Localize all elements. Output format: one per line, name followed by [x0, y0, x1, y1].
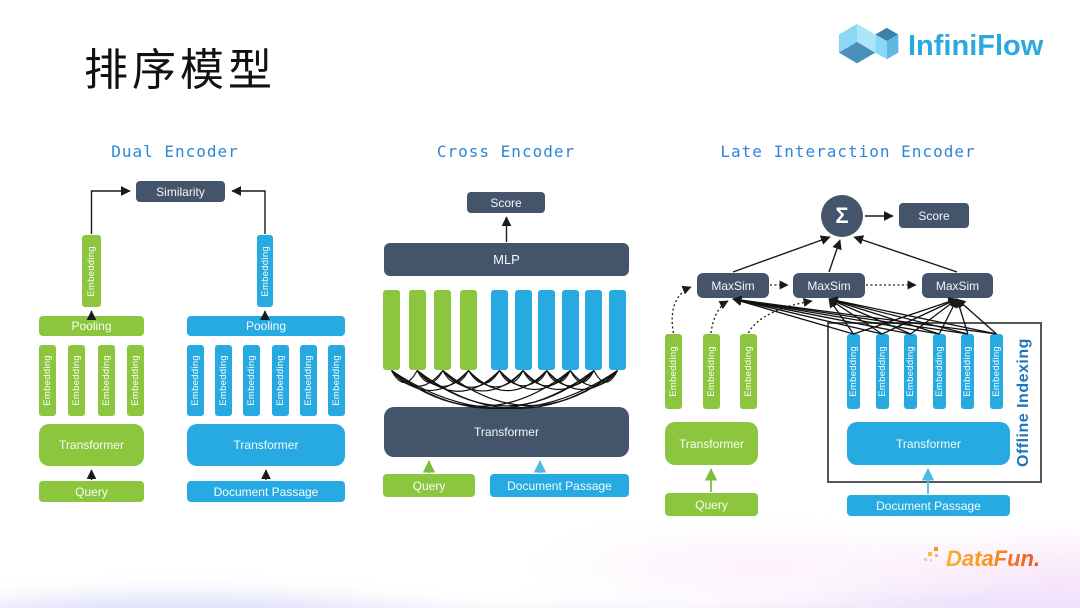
- brand-name: InfiniFlow: [908, 29, 1044, 62]
- brand-logo: InfiniFlow: [834, 20, 1043, 72]
- cross-query-input-box: Query: [383, 474, 475, 497]
- embedding-bar: Embedding: [740, 334, 757, 409]
- embedding-bar: Embedding: [875, 334, 889, 409]
- token-bar: [491, 290, 508, 370]
- token-bar: [408, 290, 426, 370]
- late-doc-input-box: Document Passage: [847, 495, 1010, 516]
- embedding-bar: Embedding: [702, 334, 720, 409]
- footer-brand-name: DataFun.: [946, 546, 1041, 571]
- maxsim-box-3: MaxSim: [922, 273, 993, 298]
- dual-doc-embedding-bars: Embedding Embedding Embedding Embedding Embe…: [187, 345, 345, 416]
- doc-pooled-embedding-bar: Embedding: [257, 235, 273, 307]
- mlp-box: MLP: [384, 243, 629, 276]
- footer-wave-graphic: [0, 530, 1080, 608]
- doc-pooling-box: Pooling: [187, 316, 345, 336]
- embedding-bar: Embedding: [299, 345, 317, 416]
- dual-doc-input-box: Document Passage: [187, 481, 345, 502]
- datafun-sparkle-icon: [924, 547, 938, 561]
- dual-query-transformer-box: Transformer: [39, 424, 144, 466]
- embedding-bar: Embedding: [961, 334, 975, 409]
- section-title-cross-encoder: Cross Encoder: [436, 142, 576, 161]
- query-pooled-embedding-bar: Embedding: [82, 235, 101, 307]
- maxsim-box-1: MaxSim: [697, 273, 769, 298]
- page-title: 排序模型: [84, 46, 276, 95]
- dual-query-input-box: Query: [39, 481, 144, 502]
- sigma-sum-circle: Σ: [821, 195, 863, 237]
- embedding-bar: Embedding: [327, 345, 345, 416]
- section-title-dual-encoder: Dual Encoder: [111, 142, 239, 161]
- maxsim-box-2: MaxSim: [793, 273, 865, 298]
- embedding-bar: Embedding: [39, 345, 56, 416]
- late-score-box: Score: [899, 203, 969, 228]
- token-bar: [383, 290, 400, 370]
- late-query-input-box: Query: [665, 493, 758, 516]
- late-doc-transformer-box: Transformer: [847, 422, 1010, 465]
- embedding-bar: Embedding: [665, 334, 682, 409]
- embedding-bar: Embedding: [243, 345, 261, 416]
- embedding-bar: Embedding: [97, 345, 115, 416]
- cross-doc-input-box: Document Passage: [490, 474, 629, 497]
- dual-query-embedding-bars: Embedding Embedding Embedding Embedding: [39, 345, 144, 416]
- similarity-box: Similarity: [136, 181, 225, 202]
- late-query-transformer-box: Transformer: [665, 422, 758, 465]
- cross-score-box: Score: [467, 192, 545, 213]
- embedding-bar: Embedding: [904, 334, 918, 409]
- cross-transformer-box: Transformer: [384, 407, 629, 457]
- infiniflow-logo-icon: [838, 23, 899, 64]
- footer-brand-logo: DataFun.: [924, 546, 1040, 572]
- token-bar: [538, 290, 556, 370]
- embedding-bar: Embedding: [989, 334, 1003, 409]
- embedding-bar: Embedding: [68, 345, 86, 416]
- token-bar: [434, 290, 452, 370]
- token-bar: [608, 290, 626, 370]
- embedding-bar: Embedding: [847, 334, 860, 409]
- embedding-bar: Embedding: [215, 345, 233, 416]
- late-query-embedding-bars: Embedding Embedding Embedding: [665, 334, 757, 409]
- embedding-bar: Embedding: [271, 345, 289, 416]
- embedding-bar: Embedding: [187, 345, 204, 416]
- late-doc-embedding-bars: Embedding Embedding Embedding Embedding Embe…: [847, 334, 1003, 409]
- cross-doc-token-bars: [491, 290, 626, 370]
- cross-query-token-bars: [383, 290, 477, 370]
- offline-indexing-label: Offline Indexing: [1015, 338, 1032, 468]
- section-title-late-interaction-encoder: Late Interaction Encoder: [720, 142, 976, 161]
- embedding-bar: Embedding: [126, 345, 144, 416]
- query-pooling-box: Pooling: [39, 316, 144, 336]
- token-bar: [459, 290, 477, 370]
- token-bar: [585, 290, 603, 370]
- dual-doc-transformer-box: Transformer: [187, 424, 345, 466]
- attention-arcs: [390, 370, 619, 410]
- cross-encoder-input-arrows: [422, 460, 547, 473]
- token-bar: [514, 290, 532, 370]
- token-bar: [561, 290, 579, 370]
- embedding-bar: Embedding: [932, 334, 946, 409]
